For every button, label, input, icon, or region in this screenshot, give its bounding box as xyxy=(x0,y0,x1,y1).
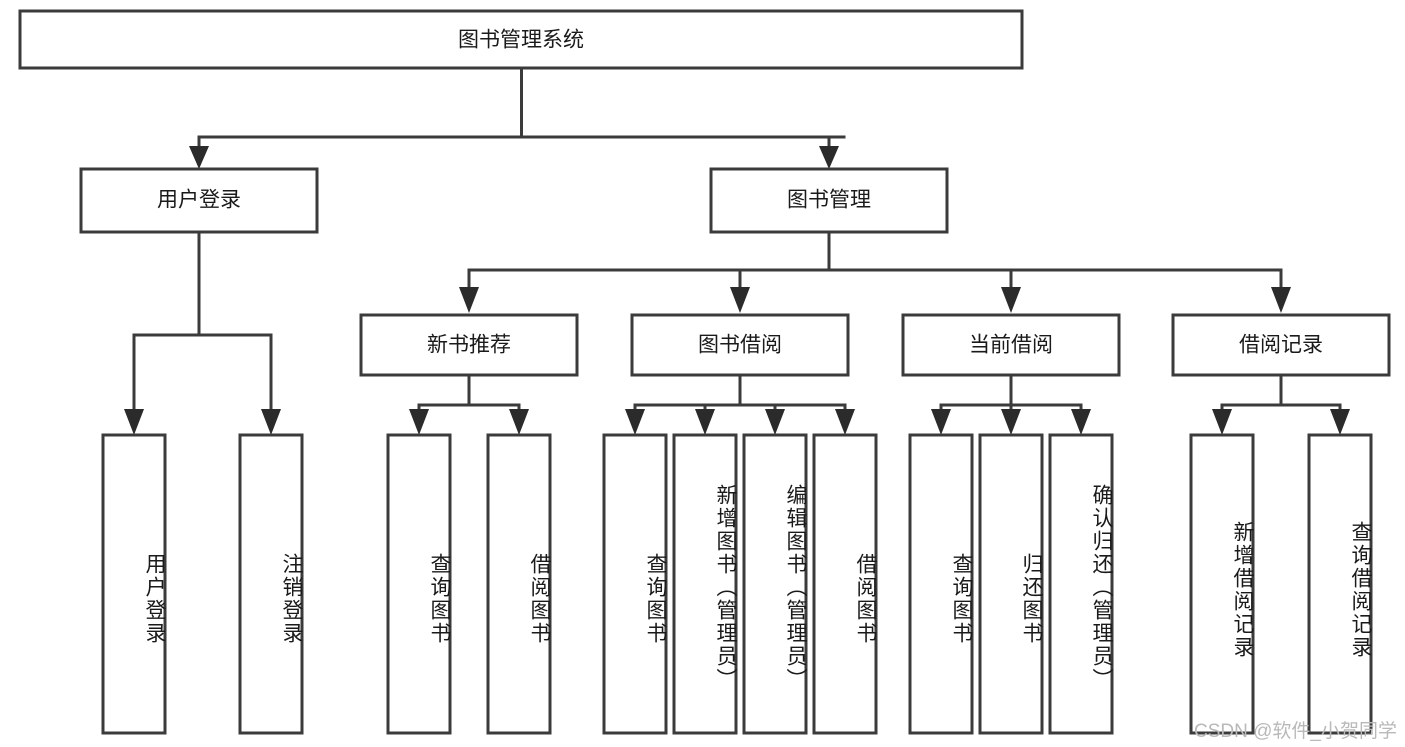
arrow-br-child-0-icon xyxy=(1212,409,1232,435)
leaf-box-borrow-record-1[interactable] xyxy=(1307,433,1373,735)
arrow-br-child-1-icon xyxy=(1330,409,1350,435)
arrow-book-manage-child-1-icon xyxy=(730,287,750,313)
arrow-cb-child-0-icon xyxy=(931,409,951,435)
watermark-text: CSDN @软件_小贺同学 xyxy=(1194,721,1397,742)
connector-group-current-borrow xyxy=(931,373,1091,435)
arrow-bb-child-1-icon xyxy=(695,409,715,435)
leaf-box-borrow-record-0[interactable] xyxy=(1189,433,1255,735)
node-current-borrow-label: 当前借阅 xyxy=(969,334,1053,357)
arrow-nbr-child-1-icon xyxy=(509,409,529,435)
leaf-box-current-borrow-0[interactable] xyxy=(908,433,974,735)
leaf-box-new-book-recommend-0[interactable] xyxy=(386,433,452,735)
node-new-book-recommend-box[interactable] xyxy=(359,313,579,377)
arrow-nbr-child-0-icon xyxy=(409,409,429,435)
node-current-borrow-box[interactable] xyxy=(901,313,1121,377)
arrow-cb-child-2-icon xyxy=(1071,409,1091,435)
leaf-box-user-login-0[interactable] xyxy=(101,433,167,735)
node-book-borrow-label: 图书借阅 xyxy=(698,334,782,357)
arrow-bb-child-0-icon xyxy=(625,409,645,435)
node-root-box[interactable] xyxy=(18,9,1024,70)
node-new-book-recommend-label: 新书推荐 xyxy=(427,334,511,357)
connector-group-user-login xyxy=(124,230,281,435)
connector-group-book-manage xyxy=(459,230,1291,313)
leaf-box-current-borrow-2[interactable] xyxy=(1048,433,1114,735)
leaf-box-book-borrow-1[interactable] xyxy=(672,433,738,735)
leaf-box-new-book-recommend-1[interactable] xyxy=(486,433,552,735)
arrow-bb-child-3-icon xyxy=(835,409,855,435)
arrow-to-user-login-icon xyxy=(189,146,209,169)
node-user-login-box[interactable] xyxy=(79,167,319,234)
arrow-to-book-manage-icon xyxy=(819,146,839,169)
node-book-manage-box[interactable] xyxy=(709,167,949,234)
node-user-login-label: 用户登录 xyxy=(157,189,241,212)
node-book-manage-label: 图书管理 xyxy=(787,189,871,212)
leaf-box-book-borrow-2[interactable] xyxy=(742,433,808,735)
connector-group-root xyxy=(189,66,846,169)
node-book-borrow-box[interactable] xyxy=(630,313,850,377)
connector-group-new-book-recommend xyxy=(409,373,529,435)
arrow-book-manage-child-2-icon xyxy=(1001,287,1021,313)
node-root-label: 图书管理系统 xyxy=(458,29,584,52)
leaf-box-book-borrow-3[interactable] xyxy=(812,433,878,735)
arrow-cb-child-1-icon xyxy=(1001,409,1021,435)
leaf-box-current-borrow-1[interactable] xyxy=(978,433,1044,735)
connector-group-borrow-record xyxy=(1212,373,1350,435)
arrow-book-manage-child-0-icon xyxy=(459,287,479,313)
arrow-user-login-child-1-icon xyxy=(261,409,281,435)
arrow-bb-child-2-icon xyxy=(765,409,785,435)
leaf-box-book-borrow-0[interactable] xyxy=(602,433,668,735)
leaf-box-user-login-1[interactable] xyxy=(238,433,304,735)
arrow-user-login-child-0-icon xyxy=(124,409,144,435)
node-borrow-record-label: 借阅记录 xyxy=(1239,334,1323,357)
connector-group-book-borrow xyxy=(625,373,855,435)
arrow-book-manage-child-3-icon xyxy=(1271,287,1291,313)
node-borrow-record-box[interactable] xyxy=(1171,313,1391,377)
